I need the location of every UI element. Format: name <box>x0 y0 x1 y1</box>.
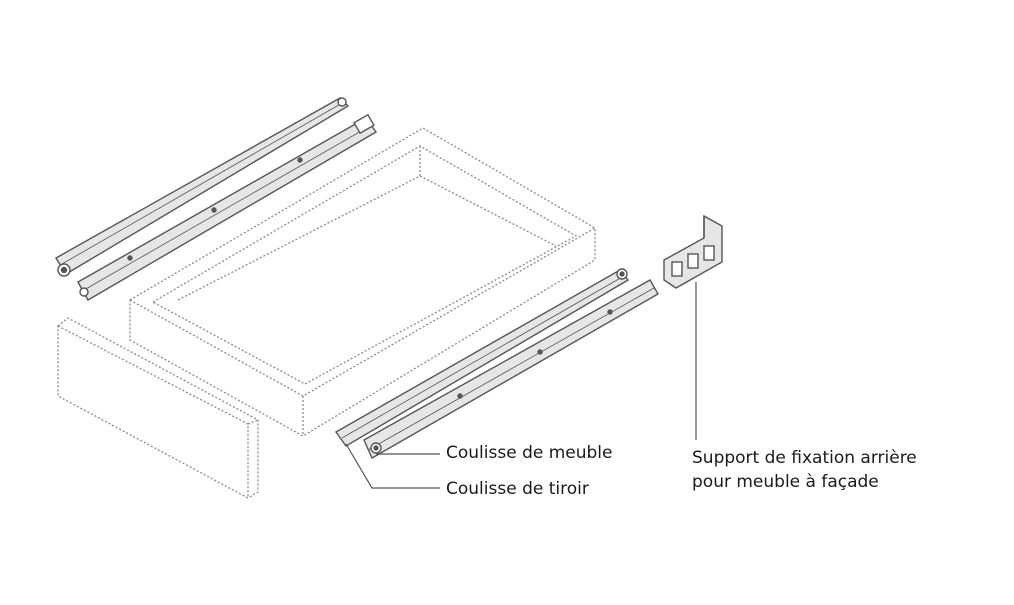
drawer-slide-label: Coulisse de tiroir <box>446 479 589 499</box>
cabinet-slide-label: Coulisse de meuble <box>446 443 613 463</box>
leader-drawer-slide <box>345 443 440 489</box>
right-cabinet-slide <box>334 268 630 447</box>
rear-support-label-line1: Support de fixation arrière <box>692 448 917 468</box>
left-cabinet-slide <box>55 97 350 277</box>
leader-lines <box>345 282 697 489</box>
front-panel <box>57 317 259 500</box>
drawer-box <box>129 127 596 437</box>
rear-support-label: Support de fixation arrière pour meuble … <box>692 446 917 494</box>
rear-support-label-line2: pour meuble à façade <box>692 472 879 492</box>
left-drawer-slide <box>77 113 378 301</box>
right-drawer-slide <box>363 279 659 459</box>
rear-mounting-bracket <box>663 214 723 289</box>
